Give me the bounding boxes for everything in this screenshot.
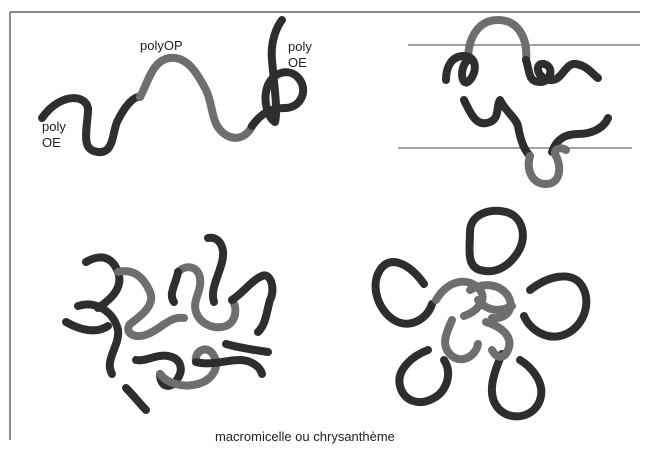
petal-top (469, 211, 522, 271)
petal-left (376, 262, 432, 324)
aggregate-panel (66, 238, 272, 410)
chain-7 (208, 238, 223, 302)
ppo-loop-bottom (529, 148, 566, 184)
label-polyop: polyOP (140, 38, 183, 53)
chain-3 (66, 322, 108, 330)
label-poly-left: poly (42, 119, 66, 134)
ppo-block (140, 58, 252, 138)
chain-1 (86, 257, 119, 308)
core-4 (486, 322, 509, 357)
label-oe-left: OE (42, 135, 61, 150)
ppo-loop-top (468, 20, 526, 60)
chain-10 (226, 344, 268, 352)
peo-block-right (252, 20, 303, 126)
chain-6 (196, 360, 262, 374)
label-oe-right: OE (288, 55, 307, 70)
petal-bottom-right (492, 354, 541, 416)
petal-right (524, 276, 586, 336)
peo-loop-upper (446, 56, 598, 83)
interface-panel (398, 20, 640, 184)
chain-4 (126, 388, 146, 410)
label-poly-right: poly (288, 39, 312, 54)
chain-9 (172, 272, 178, 302)
flower-micelle (376, 211, 587, 417)
petal-bottom-left (399, 350, 448, 402)
core-3 (445, 320, 478, 359)
caption: macromicelle ou chrysanthème (215, 429, 395, 444)
chain-2 (78, 304, 118, 374)
